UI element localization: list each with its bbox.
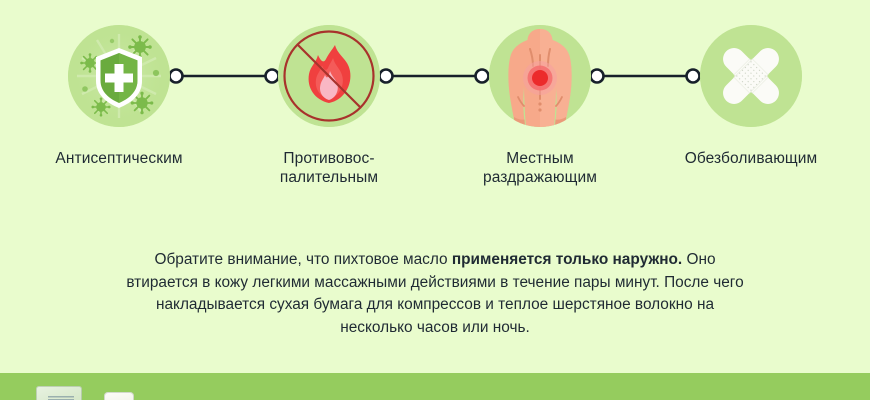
- step-antiseptic-label: Антисептическим: [55, 150, 183, 167]
- no-fire-icon: [278, 25, 380, 127]
- step-analgesic-circle: [700, 25, 802, 127]
- bottom-band: [0, 373, 870, 400]
- steps-row: Антисептическим Противовос- палительным: [34, 25, 836, 187]
- step-local-irritant-circle: [489, 25, 591, 127]
- step-local-irritant-label: Местным раздражающим: [483, 150, 597, 186]
- step-antiseptic[interactable]: Антисептическим: [34, 25, 204, 168]
- usage-note-prefix: Обратите внимание, что пихтовое масло: [154, 251, 452, 269]
- product-box-thumbnail[interactable]: [36, 386, 82, 400]
- step-anti-inflammatory[interactable]: Противовос- палительным: [244, 25, 414, 187]
- step-analgesic[interactable]: Обезболивающим: [666, 25, 836, 168]
- step-local-irritant[interactable]: Местным раздражающим: [455, 25, 625, 187]
- shield-virus-icon: [68, 25, 170, 127]
- crossed-bandages-icon: [700, 25, 802, 127]
- usage-note: Обратите внимание, что пихтовое масло пр…: [118, 249, 752, 339]
- step-anti-inflammatory-circle: [278, 25, 380, 127]
- step-analgesic-label: Обезболивающим: [684, 150, 818, 167]
- back-pain-icon: [489, 25, 591, 127]
- usage-note-rest: Оно втирается в кожу легкими массажными …: [126, 251, 744, 336]
- step-anti-inflammatory-label: Противовос- палительным: [279, 150, 379, 186]
- product-bottle-thumbnail[interactable]: [104, 392, 134, 400]
- step-antiseptic-circle: [68, 25, 170, 127]
- usage-note-emphasis: применяется только наружно.: [451, 251, 683, 269]
